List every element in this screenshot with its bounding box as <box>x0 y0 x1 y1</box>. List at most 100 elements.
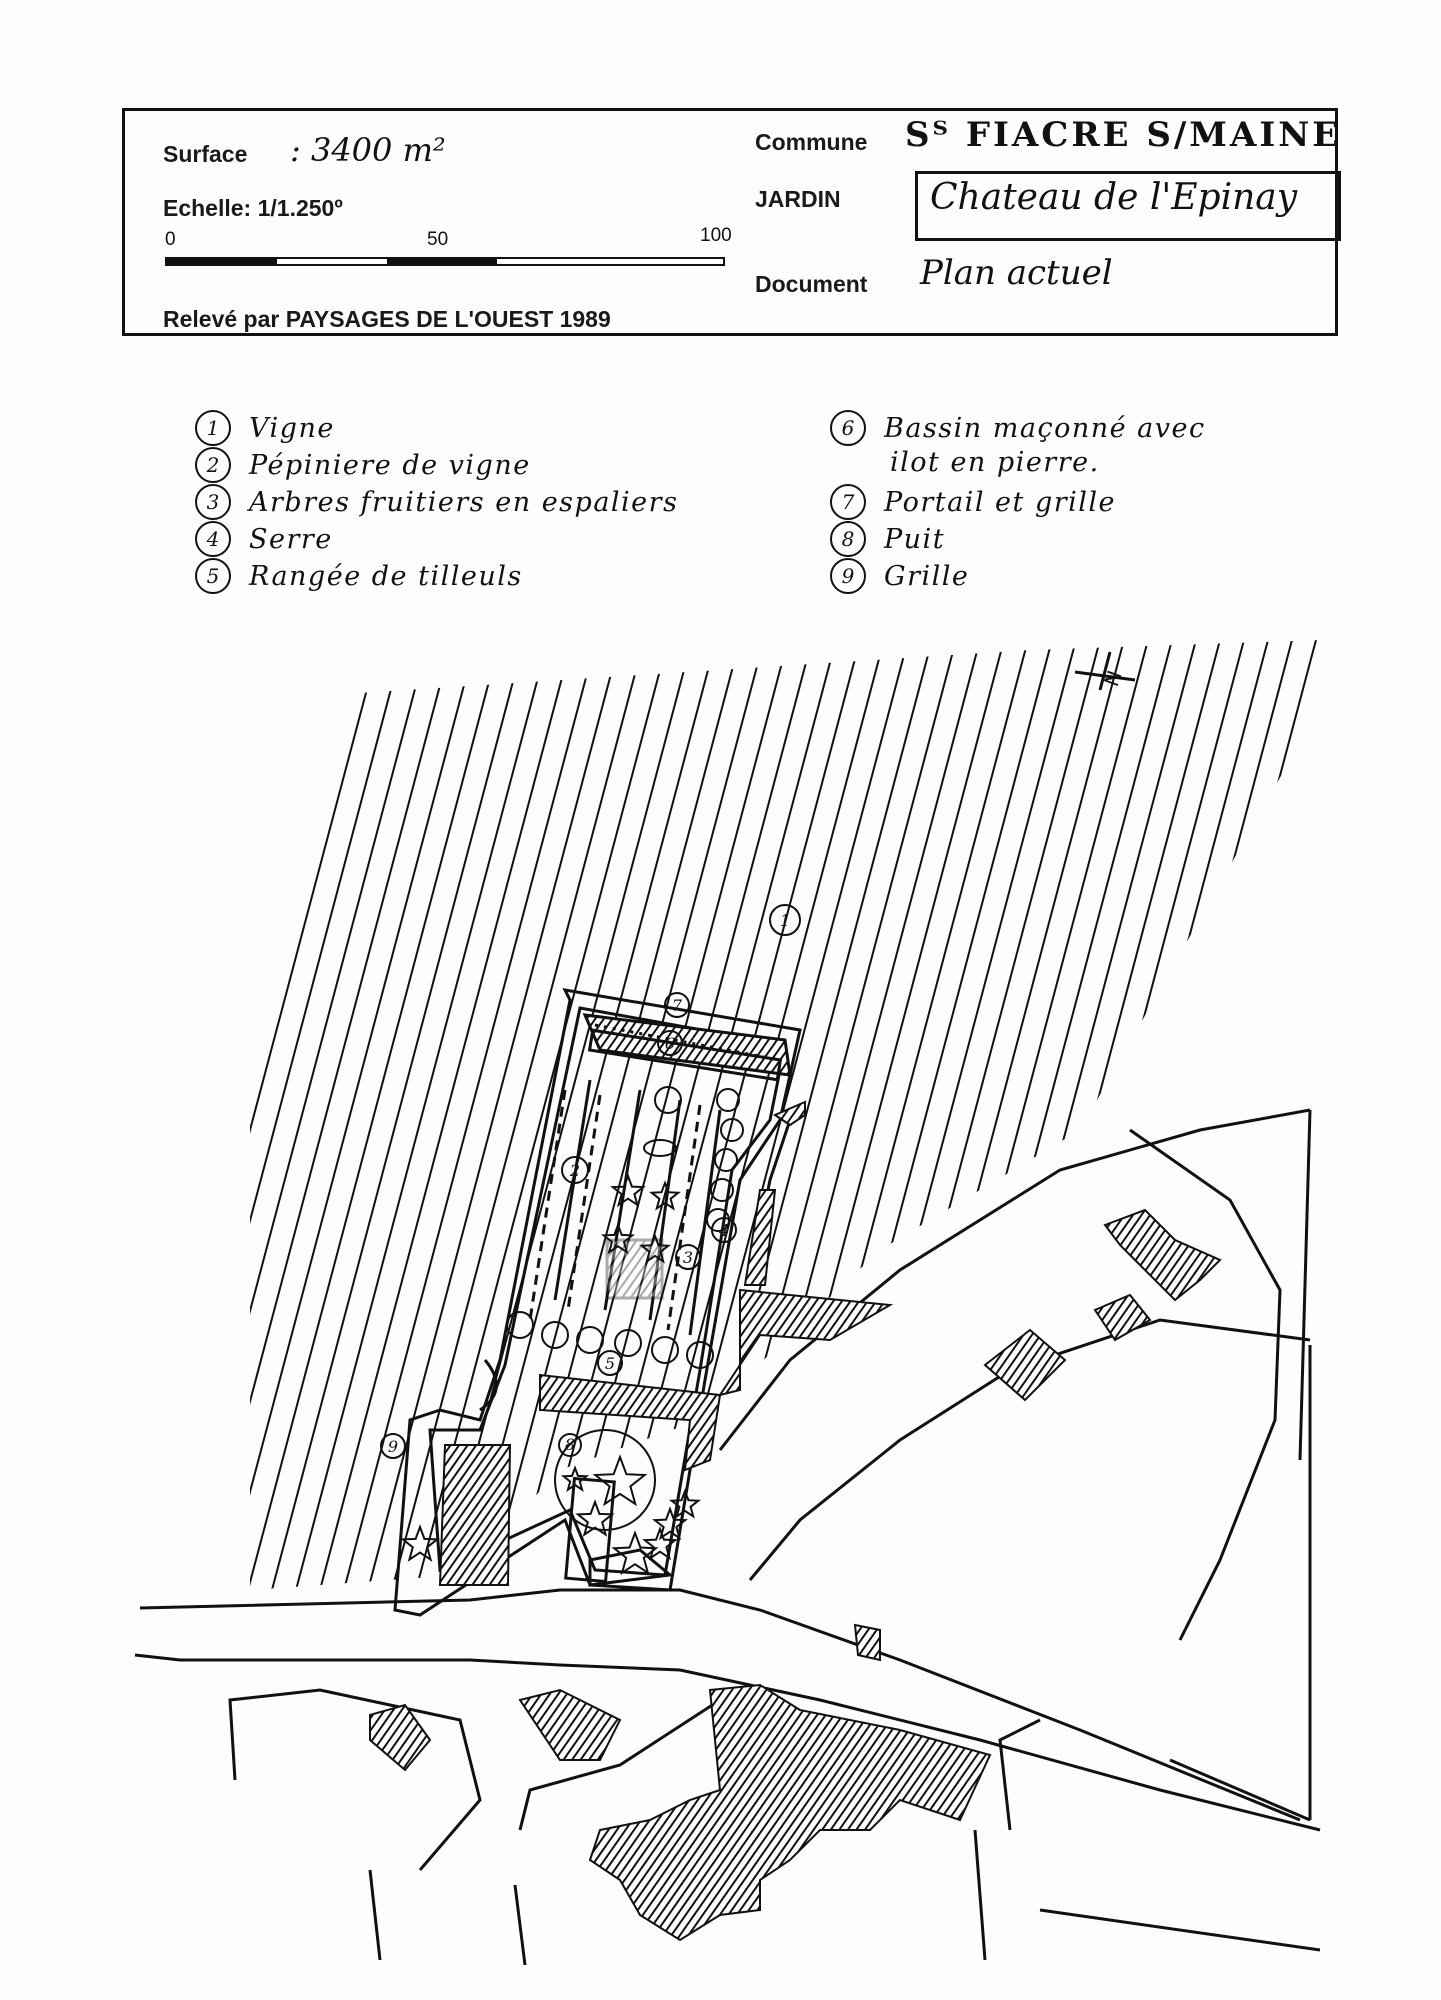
vine-row <box>1175 640 1320 1590</box>
star-trees <box>400 1173 702 1576</box>
plan-marker-9: 9 <box>380 1433 406 1459</box>
vine-row <box>1007 640 1269 1590</box>
legend-item-5: 5 Rangée de tilleuls <box>195 558 523 594</box>
vine-row <box>1103 640 1320 1590</box>
vine-row <box>839 640 1101 1590</box>
vine-row <box>1223 640 1320 1590</box>
legend-number-5: 5 <box>195 558 231 594</box>
legend-text-7: Portail et grille <box>884 486 1117 518</box>
scale-tick-100: 100 <box>700 225 732 246</box>
plan-marker-6: 6 <box>657 1030 683 1056</box>
vine-row <box>671 640 933 1590</box>
vine-row <box>250 640 429 1590</box>
plan-marker-8: 8 <box>558 1433 582 1457</box>
legend-text-2: Pépiniere de vigne <box>249 449 531 481</box>
vine-row <box>287 640 549 1590</box>
vine-row <box>1199 640 1320 1590</box>
scale-label: Echelle: 1/1.250º <box>163 195 343 221</box>
legend-text-1: Vigne <box>249 412 335 444</box>
vine-row <box>527 640 789 1590</box>
commune-value: Sᵀ FIACRE S/MAINE <box>905 115 1342 155</box>
scale-tick-50: 50 <box>427 229 449 250</box>
star-tree <box>652 1506 688 1541</box>
document-value: Plan actuel <box>920 253 1113 293</box>
garden-enclosure <box>393 988 802 1617</box>
svg-text:2: 2 <box>569 1161 580 1180</box>
vine-row <box>863 640 1125 1590</box>
vine-row <box>479 640 741 1590</box>
vine-row <box>647 640 909 1590</box>
legend-item-7: 7 Portail et grille <box>830 484 1116 520</box>
document-label: Document <box>755 271 868 297</box>
star-tree <box>610 1173 646 1208</box>
star-tree <box>575 1499 615 1537</box>
legend-item-8: 8 Puit <box>830 521 945 557</box>
surface-value: : 3400 m² <box>290 131 446 169</box>
svg-text:8: 8 <box>565 1435 575 1454</box>
buildings <box>369 1100 1222 1942</box>
legend-number-2: 2 <box>195 447 231 483</box>
vine-row <box>767 640 1029 1590</box>
plan-marker-5: 5 <box>597 1350 623 1376</box>
svg-text:7: 7 <box>672 996 683 1015</box>
vine-row <box>623 640 885 1590</box>
vine-row <box>311 640 573 1590</box>
survey-credit: Relevé par PAYSAGES DE L'OUEST 1989 <box>163 306 611 332</box>
legend-item-1: 1 Vigne <box>195 410 335 446</box>
legend-item-9: 9 Grille <box>830 558 969 594</box>
legend-item-3: 3 Arbres fruitiers en espaliers <box>195 484 678 520</box>
legend-number-1: 1 <box>195 410 231 446</box>
star-tree <box>642 1526 678 1561</box>
scale-bar <box>165 257 725 266</box>
legend-text-8: Puit <box>884 523 946 555</box>
legend-text-4: Serre <box>249 523 333 555</box>
vine-row <box>250 640 501 1590</box>
legend-number-3: 3 <box>195 484 231 520</box>
vine-row <box>1079 640 1320 1590</box>
legend-text-9: Grille <box>884 560 970 592</box>
svg-text:1: 1 <box>780 911 790 930</box>
scale-tick-0: 0 <box>165 229 176 250</box>
legend-number-8: 8 <box>830 521 866 557</box>
vine-row <box>935 640 1197 1590</box>
vine-row <box>1127 640 1320 1590</box>
vine-row <box>695 640 957 1590</box>
vine-row <box>359 640 621 1590</box>
vine-row <box>815 640 1077 1590</box>
north-arrow-icon: N <box>1074 651 1136 691</box>
vine-row <box>719 640 981 1590</box>
vine-row <box>599 640 861 1590</box>
legend-item-4: 4 Serre <box>195 521 333 557</box>
legend-item-2: 2 Pépiniere de vigne <box>195 447 531 483</box>
legend-number-4: 4 <box>195 521 231 557</box>
vine-row <box>1151 640 1320 1590</box>
vine-row <box>383 640 645 1590</box>
plan-markers: 1 2 3 4 5 6 7 8 9 <box>380 904 801 1459</box>
vine-row <box>551 640 813 1590</box>
legend-item-6: 6 Bassin maçonné avec <box>830 410 1206 446</box>
vine-row <box>335 640 597 1590</box>
legend-number-7: 7 <box>830 484 866 520</box>
vine-row <box>250 640 477 1590</box>
svg-text:4: 4 <box>718 1221 729 1240</box>
star-tree <box>560 1465 590 1493</box>
roads <box>134 1108 1321 1966</box>
plan-marker-4: 4 <box>711 1217 737 1243</box>
plan-marker-3: 3 <box>675 1244 701 1270</box>
legend-text-3: Arbres fruitiers en espaliers <box>249 486 679 518</box>
star-tree <box>668 1488 702 1519</box>
garden-label: JARDIN <box>755 186 841 212</box>
vine-row <box>911 640 1173 1590</box>
legend-number-6: 6 <box>830 410 866 446</box>
svg-text:6: 6 <box>665 1034 675 1053</box>
star-tree <box>592 1454 648 1507</box>
star-tree <box>611 1530 659 1576</box>
svg-text:9: 9 <box>388 1437 398 1456</box>
vine-row <box>250 640 405 1590</box>
garden-name-box <box>915 171 1341 241</box>
star-tree <box>638 1233 672 1264</box>
plan-marker-1: 1 <box>769 904 801 936</box>
vine-row <box>250 640 381 1590</box>
